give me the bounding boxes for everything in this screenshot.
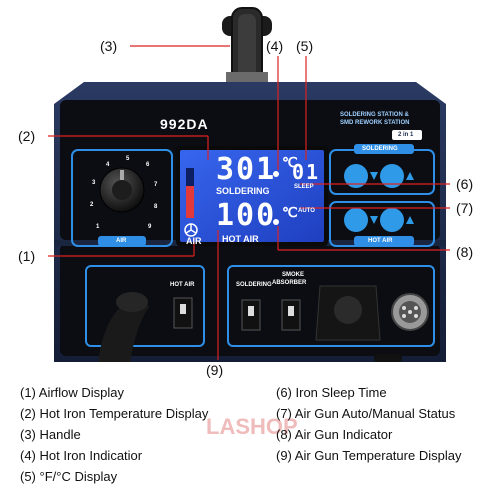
callout-lines <box>48 45 450 360</box>
dial-number: 3 <box>92 180 96 186</box>
callout-4: (4) <box>266 38 284 54</box>
legend-item: (9) Air Gun Temperature Display <box>276 448 462 463</box>
badge-box <box>392 130 422 140</box>
legend-item: (1) Airflow Display <box>20 385 125 400</box>
station-label-2: SMD REWORK STATION <box>340 120 410 126</box>
legend-item: (3) Handle <box>20 427 81 442</box>
hot-air-power-panel <box>85 265 205 362</box>
soldering-controls <box>329 144 435 195</box>
soldering-up-button[interactable] <box>380 164 404 188</box>
watermark: LASHOP <box>206 414 298 439</box>
hot-air-lcd-label: HOT AIR <box>222 234 259 244</box>
legend-item: (6) Iron Sleep Time <box>276 385 387 400</box>
callout-2: (2) <box>18 128 36 144</box>
station-label-1: SOLDERING STATION & <box>340 112 409 118</box>
callout-6: (6) <box>456 176 474 192</box>
model-label: 992DA <box>160 116 209 132</box>
hot-air-controls <box>329 201 435 247</box>
callout-8: (8) <box>456 244 474 260</box>
arrow-down-icon <box>370 172 378 180</box>
iron-temperature-display: 301 <box>216 152 277 187</box>
two-in-one-badge: 2 in 1 <box>398 132 414 138</box>
soldering-smoke-panel <box>227 265 435 347</box>
absorber-label: ABSORBER <box>272 280 307 286</box>
soldering-tab: SOLDERING <box>362 146 398 152</box>
hot-air-down-button[interactable] <box>344 208 368 232</box>
soldering-switch-label: SOLDERING <box>236 282 272 288</box>
air-knob-label: AIR <box>116 238 127 244</box>
legend-item: (4) Hot Iron Indicatior <box>20 448 143 463</box>
sleep-lcd-label: SLEEP <box>294 184 314 190</box>
hot-iron-indicator <box>273 171 279 177</box>
hot-air-switch-label: HOT AIR <box>170 282 195 288</box>
arrow-down-icon <box>370 216 378 224</box>
dial-number: 4 <box>106 162 110 168</box>
smoke-label: SMOKE <box>282 272 305 278</box>
fan-icon <box>184 223 198 237</box>
arrow-up-icon <box>406 172 414 180</box>
hot-air-up-button[interactable] <box>380 208 404 232</box>
legend-item: (8) Air Gun Indicator <box>276 427 393 442</box>
auto-status-label: AUTO <box>298 208 315 214</box>
dial-number: 6 <box>146 162 150 168</box>
air-temperature-display: 100 <box>216 198 277 233</box>
air-lcd-label: AIR <box>186 236 202 246</box>
air-gun-indicator <box>273 219 279 225</box>
dial-number: 9 <box>148 224 152 230</box>
legend-item: (5) °F/°C Display <box>20 469 118 484</box>
dial-number: 1 <box>96 224 100 230</box>
callout-7: (7) <box>456 200 474 216</box>
handle <box>222 7 272 90</box>
legend-item: (7) Air Gun Auto/Manual Status <box>276 406 456 421</box>
iron-unit-display: ℃ <box>282 154 298 170</box>
callout-1: (1) <box>18 248 36 264</box>
soldering-lcd-label: SOLDERING <box>216 186 270 196</box>
dial-number: 8 <box>154 204 158 210</box>
airflow-knob-panel <box>71 149 173 247</box>
lcd-display <box>176 146 328 246</box>
callout-5: (5) <box>296 38 314 54</box>
sleep-time-display: 01 <box>292 160 321 184</box>
dial-number: 5 <box>126 156 130 162</box>
dial-number: 7 <box>154 182 158 188</box>
arrow-up-icon <box>406 216 414 224</box>
airflow-display-bar <box>186 168 194 218</box>
callout-9: (9) <box>206 362 224 378</box>
soldering-down-button[interactable] <box>344 164 368 188</box>
callout-3: (3) <box>100 38 118 54</box>
air-unit-display: ℃ <box>282 204 298 220</box>
hot-air-hose <box>98 300 150 362</box>
dial-number: 2 <box>90 202 94 208</box>
legend-item: (2) Hot Iron Temperature Display <box>20 406 209 421</box>
hot-air-tab: HOT AIR <box>368 238 393 244</box>
